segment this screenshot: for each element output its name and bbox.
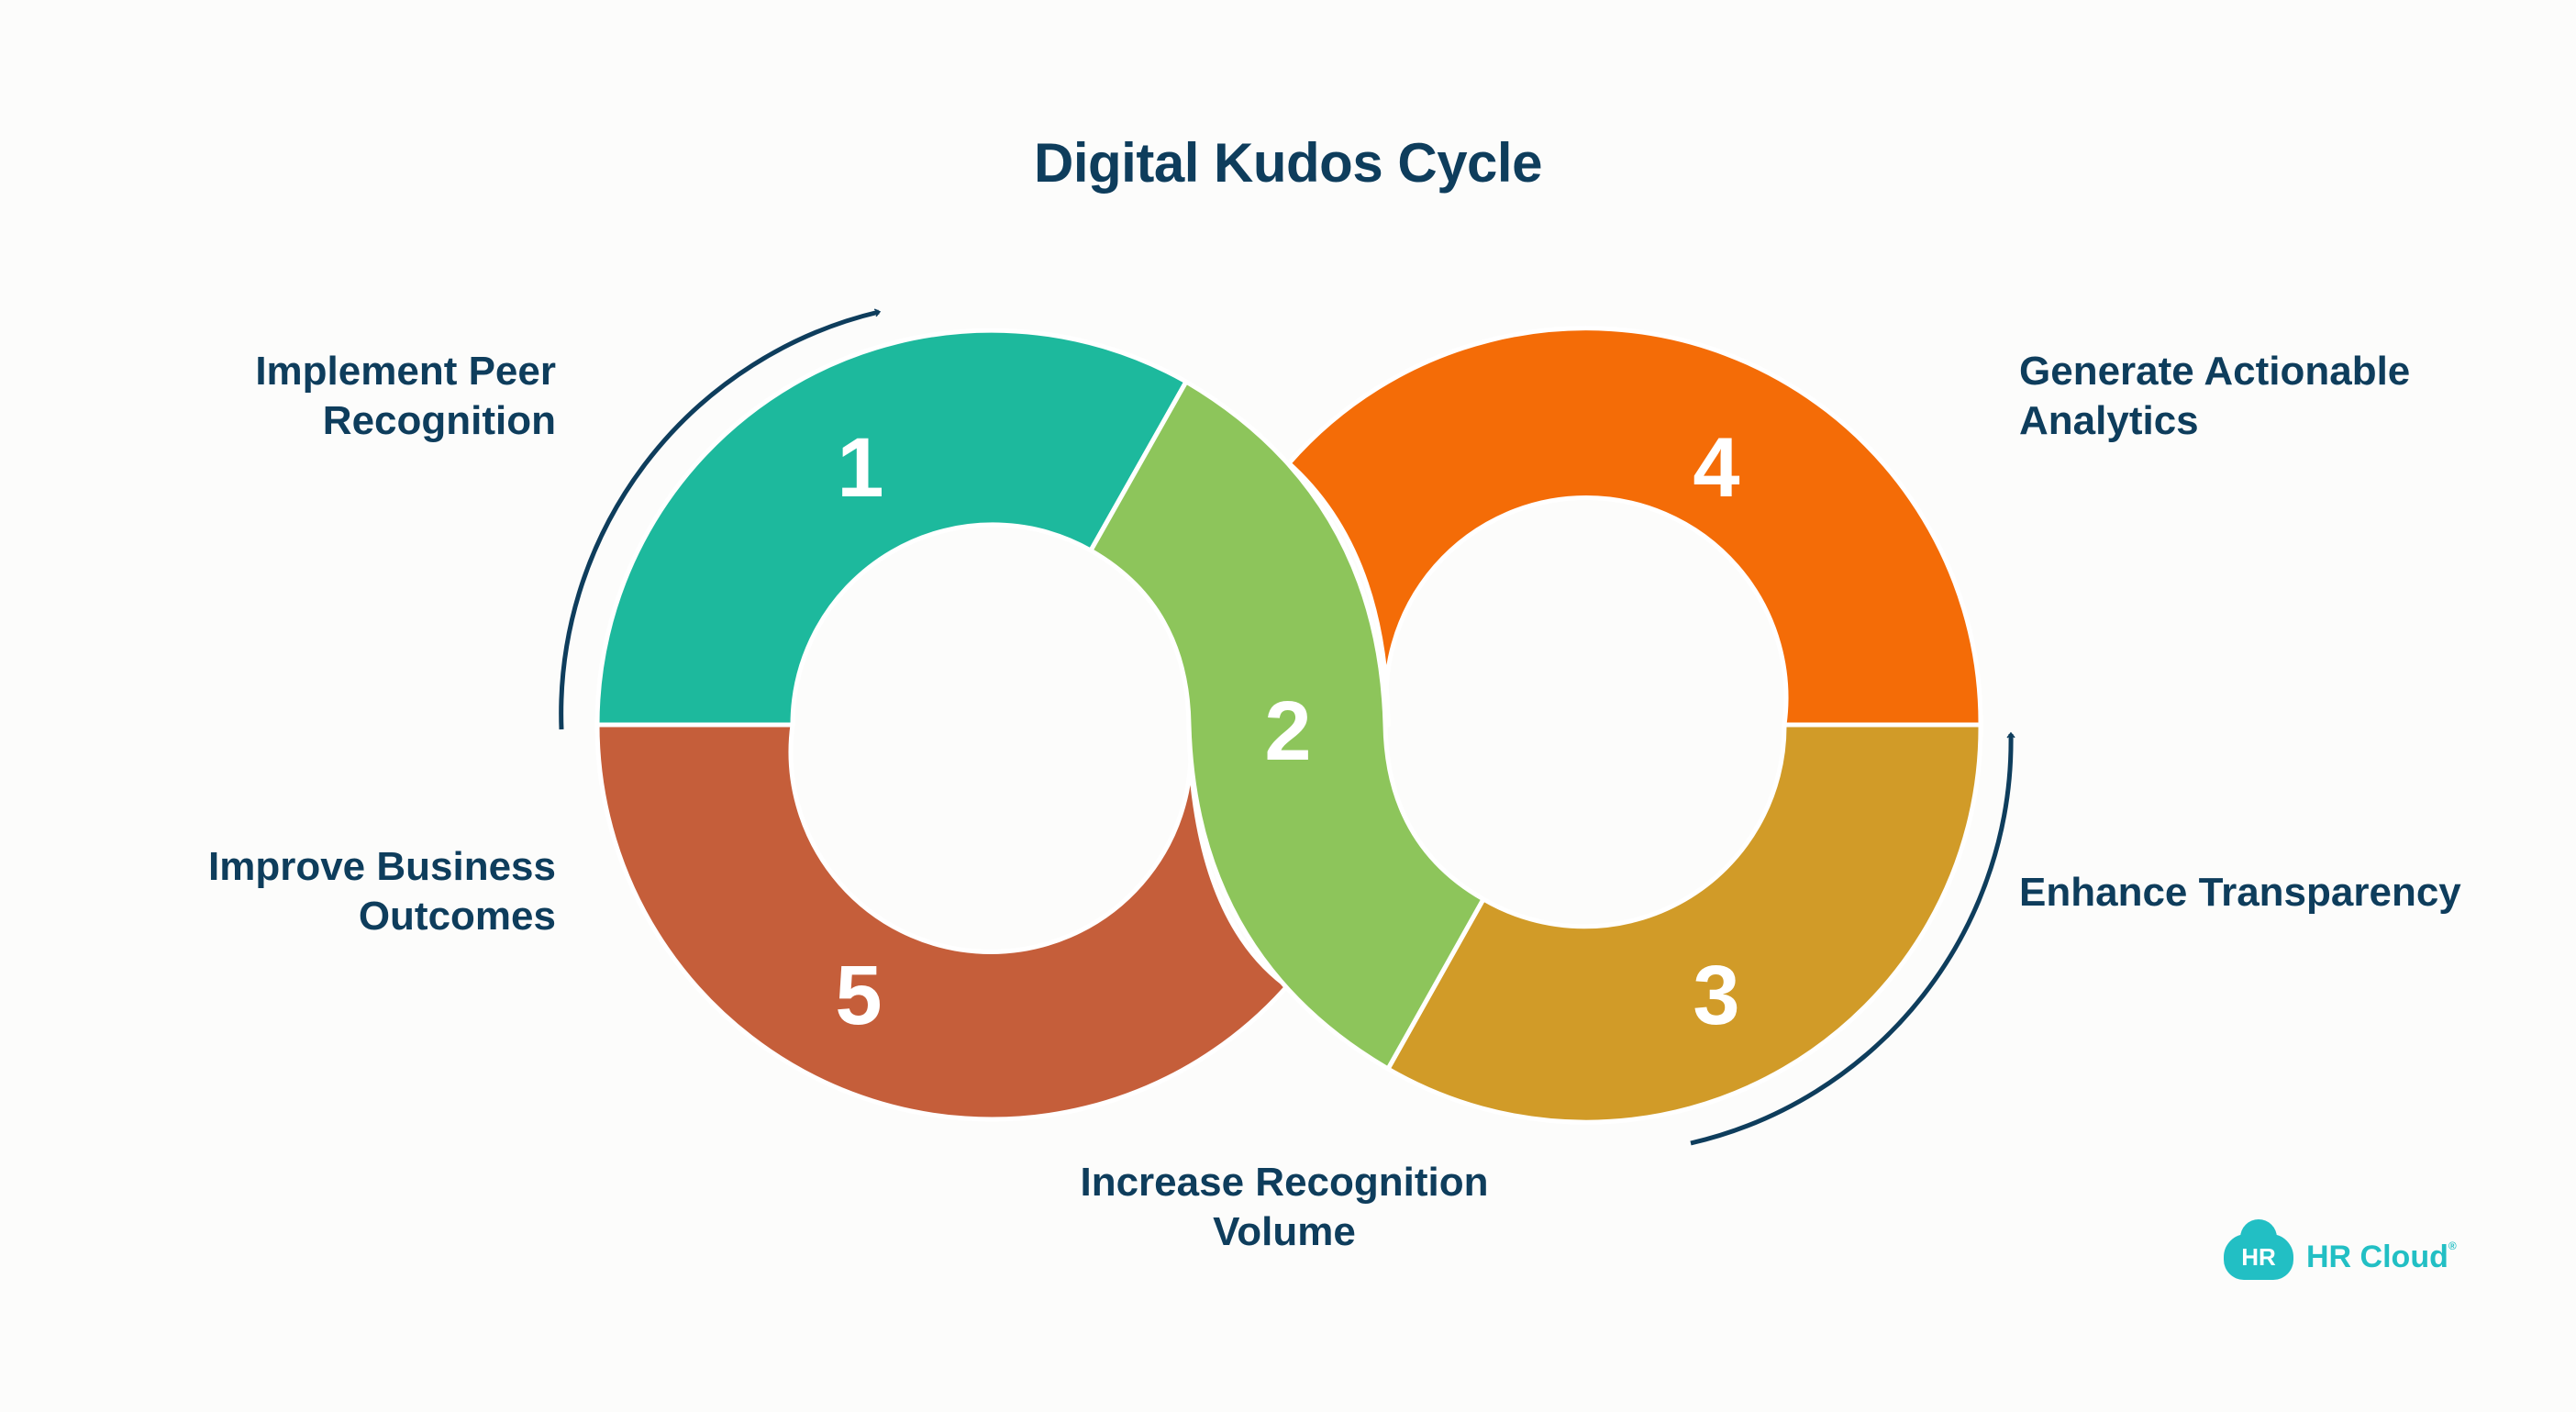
segment-2 — [1088, 379, 1486, 1072]
logo-badge-text: HR — [2241, 1242, 2276, 1271]
step-label-5: Improve Business Outcomes — [208, 842, 556, 941]
segment-4 — [1286, 326, 1983, 728]
step-label-2-line-1: Increase Recognition — [1080, 1160, 1489, 1205]
step-label-5-line-1: Improve Business — [207, 844, 556, 889]
step-label-1: Implement Peer Recognition — [255, 347, 556, 446]
segment-1 — [594, 328, 1189, 728]
diagram-title: Digital Kudos Cycle — [1034, 132, 1542, 194]
arrow-left-icon — [559, 308, 882, 730]
step-label-2: Increase Recognition Volume — [1009, 1158, 1560, 1257]
step-number-1: 1 — [837, 421, 884, 515]
hr-cloud-logo: HR HR Cloud® — [2224, 1219, 2457, 1284]
step-label-4: Generate Actionable Analytics — [2019, 347, 2410, 446]
segment-3 — [1385, 722, 1983, 1125]
step-label-1-line-1: Implement Peer — [255, 349, 556, 394]
step-label-4-line-2: Analytics — [2019, 398, 2199, 443]
step-number-4: 4 — [1693, 421, 1740, 515]
logo-registered-mark: ® — [2448, 1239, 2457, 1252]
step-label-5-line-2: Outcomes — [358, 894, 556, 939]
cloud-icon: HR — [2224, 1219, 2293, 1280]
step-number-5: 5 — [835, 949, 883, 1042]
step-number-2: 2 — [1264, 684, 1312, 778]
logo-name: HR Cloud — [2306, 1239, 2448, 1274]
step-number-3: 3 — [1693, 949, 1740, 1042]
arrow-right-icon — [1690, 731, 2015, 1146]
step-label-1-line-2: Recognition — [322, 398, 556, 443]
segment-5 — [594, 722, 1290, 1122]
step-label-3: Enhance Transparency — [2019, 868, 2461, 917]
step-label-4-line-1: Generate Actionable — [2019, 349, 2411, 394]
step-label-3-line-1: Enhance Transparency — [2019, 870, 2461, 915]
logo-text: HR Cloud® — [2306, 1240, 2457, 1275]
step-label-2-line-2: Volume — [1213, 1209, 1356, 1254]
